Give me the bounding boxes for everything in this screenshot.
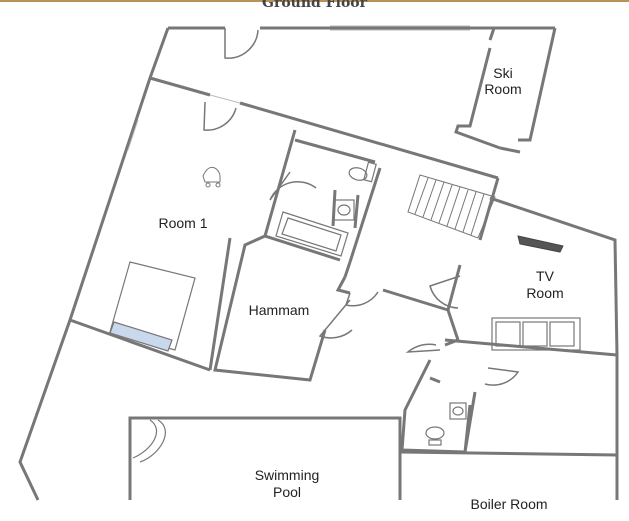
label-tv-room-1: TV: [536, 268, 555, 284]
sink-icon-wc: [449, 402, 467, 420]
hall-walls: [348, 167, 462, 341]
room1-top-wall: [149, 76, 499, 180]
label-swimming-pool-2: Pool: [273, 484, 301, 500]
room1-bottom-wall: [69, 237, 232, 372]
pool-ladder-icon: [132, 419, 166, 463]
door-swing-right: [484, 367, 520, 386]
label-room1: Room 1: [158, 215, 207, 231]
door-swing-top: [224, 28, 259, 59]
wc-walls: [400, 359, 477, 454]
corridor-right: [478, 177, 500, 241]
label-hammam: Hammam: [249, 302, 310, 318]
top-rule: [0, 0, 629, 2]
floor-heading: Ground Floor: [262, 0, 367, 11]
toilet-icon: [348, 161, 377, 183]
door-swing-bath: [269, 171, 317, 201]
door-swing-hammam: [318, 299, 353, 339]
bath-inner: [294, 138, 376, 229]
toilet-icon-wc: [425, 426, 445, 446]
pram-icon: [202, 166, 221, 188]
door-swing-room1: [203, 101, 237, 131]
tv-icon: [517, 235, 564, 253]
sofa-icon: [491, 317, 581, 351]
bathtub-icon: [275, 211, 349, 257]
door-swing-tv: [429, 275, 461, 309]
hammam-walls: [213, 234, 351, 382]
boiler-wall: [399, 450, 619, 500]
tv-room-wall: [444, 338, 618, 357]
ski-room-wall: [454, 27, 501, 150]
label-boiler-room: Boiler Room: [470, 496, 547, 512]
label-tv-room-2: Room: [526, 285, 563, 301]
label-ski-room-1: Ski: [493, 65, 512, 81]
outer-wall-right: [489, 196, 619, 356]
stairs-icon: [407, 174, 496, 239]
door-swing-hall: [345, 291, 379, 307]
label-ski-room-2: Room: [484, 81, 521, 97]
outer-wall-left: [18, 27, 170, 501]
label-swimming-pool-1: Swimming: [255, 467, 320, 483]
bed-icon: [109, 261, 196, 352]
door-swing-wc: [405, 343, 441, 353]
ski-room-bottom: [499, 146, 521, 154]
sink-icon: [333, 199, 355, 221]
pool-wall: [128, 416, 402, 500]
outer-wall-right-top: [518, 27, 557, 142]
